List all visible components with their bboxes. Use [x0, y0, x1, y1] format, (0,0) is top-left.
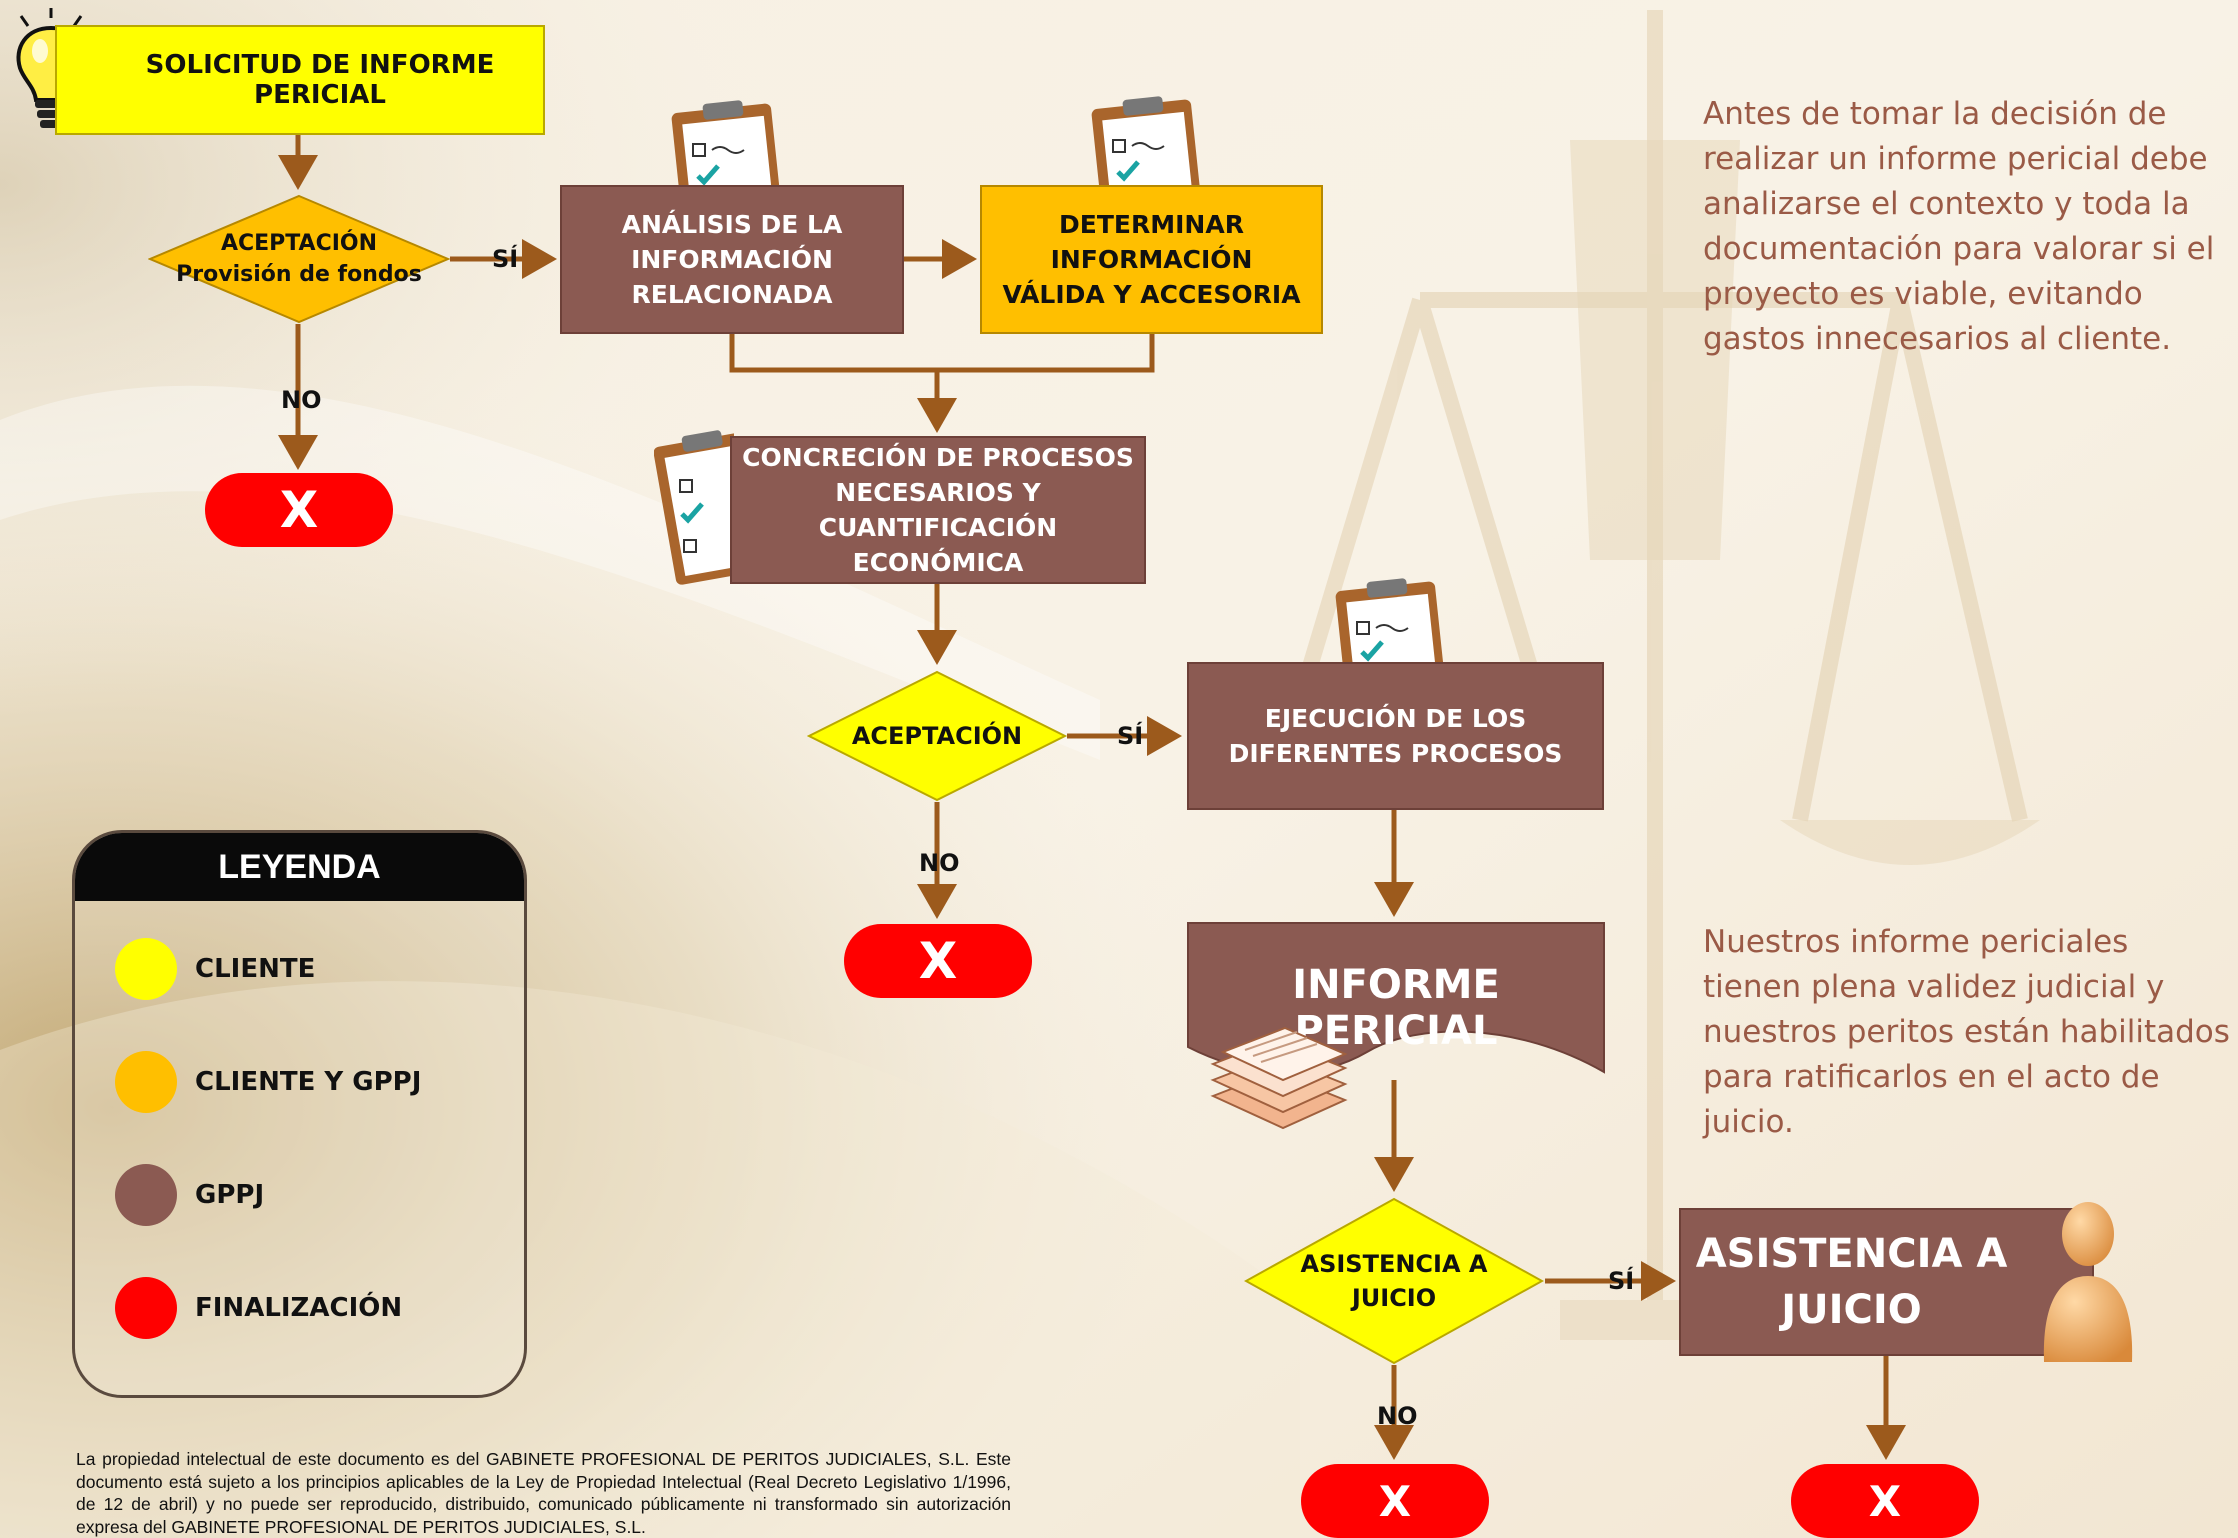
terminator-end-2-label: X [918, 932, 958, 990]
node-ejecucion-label: EJECUCIÓN DE LOS DIFERENTES PROCESOS [1228, 704, 1563, 768]
legend-label-finalizacion: FINALIZACIÓN [195, 1293, 403, 1323]
decision-aceptacion: ACEPTACIÓN [807, 670, 1067, 802]
note-viabilidad: Antes de tomar la decisión de realizar u… [1703, 96, 2215, 357]
terminator-end-4: X [1791, 1464, 1979, 1538]
legend-label-cliente-gppj: CLIENTE Y GPPJ [195, 1067, 422, 1097]
legend-title: LEYENDA [75, 833, 524, 901]
clipboard-icon [654, 430, 734, 585]
edge-label-si-1: SÍ [492, 245, 519, 273]
terminator-end-3: X [1301, 1464, 1489, 1538]
decision-aceptacion-fondos-title: ACEPTACIÓN [220, 231, 378, 256]
legend-item-cliente-gppj: CLIENTE Y GPPJ [115, 1051, 421, 1113]
legend-item-finalizacion: FINALIZACIÓN [115, 1277, 402, 1339]
node-asistencia-juicio: ASISTENCIA A JUICIO [1679, 1208, 2094, 1356]
node-asistencia-line1: ASISTENCIA A [1695, 1231, 2008, 1277]
legend-swatch-cliente-gppj [115, 1051, 177, 1113]
edge-label-no-3: NO [1377, 1402, 1418, 1430]
decision-asistencia-juicio: ASISTENCIA A JUICIO [1244, 1197, 1544, 1365]
decision-aceptacion-label: ACEPTACIÓN [851, 722, 1023, 750]
edge-label-no-2: NO [919, 849, 960, 877]
legend-label-gppj: GPPJ [195, 1180, 265, 1210]
node-concrecion: CONCRECIÓN DE PROCESOS NECESARIOS Y CUAN… [730, 436, 1146, 584]
edge-merge [729, 334, 1155, 373]
legend-swatch-finalizacion [115, 1277, 177, 1339]
legend-label-cliente: CLIENTE [195, 954, 316, 984]
node-solicitud: SOLICITUD DE INFORME PERICIAL [55, 25, 545, 135]
edge-label-si-2: SÍ [1117, 722, 1144, 750]
node-determinar: DETERMINAR INFORMACIÓN VÁLIDA Y ACCESORI… [980, 185, 1323, 334]
decision-aceptacion-fondos: ACEPTACIÓN Provisión de fondos [148, 194, 450, 324]
terminator-end-2: X [844, 924, 1032, 998]
copyright-notice: La propiedad intelectual de este documen… [76, 1449, 1011, 1537]
node-solicitud-label: SOLICITUD DE INFORME PERICIAL [145, 50, 495, 110]
decision-aceptacion-fondos-subtitle: Provisión de fondos [176, 262, 422, 287]
terminator-end-1: X [205, 473, 393, 547]
clipboard-icon [1091, 96, 1202, 186]
legend-item-gppj: GPPJ [115, 1164, 264, 1226]
edge-label-no-1: NO [281, 386, 322, 414]
node-analisis: ANÁLISIS DE LA INFORMACIÓN RELACIONADA [560, 185, 904, 334]
decision-asistencia-line2: JUICIO [1351, 1284, 1437, 1312]
person-icon [2043, 1202, 2133, 1362]
node-concrecion-label: CONCRECIÓN DE PROCESOS NECESARIOS Y CUAN… [742, 443, 1134, 577]
clipboard-icon [671, 100, 782, 188]
legend-swatch-cliente [115, 938, 177, 1000]
node-determinar-label: DETERMINAR INFORMACIÓN VÁLIDA Y ACCESORI… [1002, 210, 1301, 309]
documents-icon [1210, 1026, 1348, 1130]
note-validez-judicial: Nuestros informe periciales tienen plena… [1703, 924, 2230, 1140]
terminator-end-4-label: X [1868, 1476, 1902, 1526]
terminator-end-1-label: X [279, 481, 319, 539]
legend-item-cliente: CLIENTE [115, 938, 315, 1000]
node-ejecucion: EJECUCIÓN DE LOS DIFERENTES PROCESOS [1187, 662, 1604, 810]
edge-label-si-3: SÍ [1608, 1267, 1635, 1295]
node-asistencia-line2: JUICIO [1781, 1287, 1922, 1333]
clipboard-icon [1335, 578, 1446, 664]
node-analisis-label: ANÁLISIS DE LA INFORMACIÓN RELACIONADA [621, 210, 843, 309]
legend-swatch-gppj [115, 1164, 177, 1226]
terminator-end-3-label: X [1378, 1476, 1412, 1526]
legend: LEYENDA CLIENTE CLIENTE Y GPPJ GPPJ FINA… [72, 830, 527, 1398]
decision-asistencia-line1: ASISTENCIA A [1300, 1250, 1488, 1278]
